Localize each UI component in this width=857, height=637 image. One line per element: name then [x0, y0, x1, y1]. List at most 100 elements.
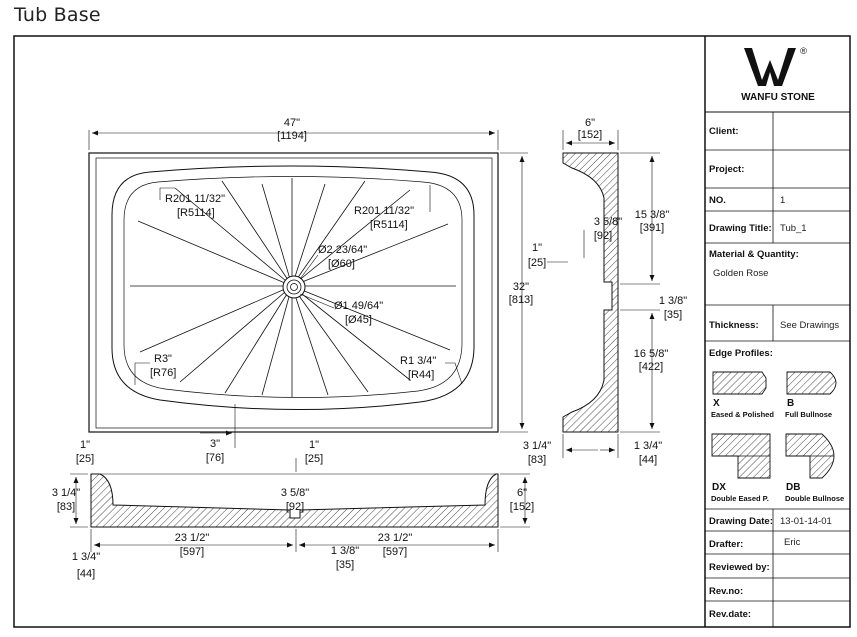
- side-depth: 3 5/8": [594, 216, 622, 228]
- bottom-offset-label: 3": [210, 438, 220, 450]
- slope-lines: [130, 178, 456, 397]
- plan-inner-rim: [95, 157, 493, 429]
- edge-b-code: B: [787, 398, 794, 409]
- plan-width-dim: 47": [284, 117, 300, 129]
- plan-view: 47" [1194] 32" [813] R201 11/32" [R5114]…: [88, 117, 568, 464]
- section-view: 1" [25] 3 1/4" [83] 1" [25] 3 5/8" [92] …: [52, 439, 534, 580]
- corner-right-mm: [R44]: [408, 369, 434, 381]
- title-block: ® WANFU STONE Client: Project: NO. 1 Dra…: [705, 46, 850, 627]
- drain-inner-circle: [286, 279, 302, 295]
- thickness-label: Thickness:: [709, 320, 759, 331]
- no-value: 1: [780, 195, 785, 206]
- side-upper-length: 15 3/8": [635, 209, 670, 221]
- radius-left-mm: [R5114]: [177, 207, 215, 219]
- section-center-top-mm: [25]: [305, 453, 323, 465]
- thickness-value: See Drawings: [780, 320, 839, 331]
- side-base-left-mm: [83]: [528, 454, 546, 466]
- edge-b-icon: B Full Bullnose: [785, 371, 837, 419]
- radius-right-mm: [R5114]: [370, 219, 408, 231]
- drawing-title-value: Tub_1: [780, 223, 807, 234]
- rev-date-label: Rev.date:: [709, 609, 751, 620]
- page-title: Tub Base: [14, 4, 101, 26]
- side-base-left: 3 1/4": [523, 440, 551, 452]
- section-right-span-mm: [597]: [383, 546, 407, 558]
- edge-b-name: Full Bullnose: [785, 410, 832, 419]
- material-label: Material & Quantity:: [709, 249, 799, 260]
- section-right-span: 23 1/2": [378, 532, 413, 544]
- side-top-width-mm: [152]: [578, 129, 602, 141]
- drain-outer-mm: [Ø60]: [328, 258, 355, 270]
- side-top-width: 6": [585, 117, 595, 129]
- plan-height-dim: 32": [513, 281, 529, 293]
- side-drain-width: 1 3/8": [659, 295, 687, 307]
- radius-right-label: R201 11/32": [354, 205, 414, 217]
- edge-profiles-label: Edge Profiles:: [709, 348, 773, 359]
- section-left-top: 1": [80, 439, 90, 451]
- client-label: Client:: [709, 126, 739, 137]
- edge-dx-icon: DX Double Eased P.: [711, 433, 771, 503]
- rim-offset-label: 1": [532, 242, 542, 254]
- section-left-bottom-mm: [44]: [77, 568, 95, 580]
- section-center-depth-mm: [92]: [286, 501, 304, 513]
- corner-left-mm: [R76]: [150, 367, 176, 379]
- plan-basin-outer: [111, 165, 475, 411]
- plan-width-dim-mm: [1194]: [277, 130, 307, 142]
- section-drain-gap-mm: [35]: [336, 559, 354, 571]
- section-left-span: 23 1/2": [175, 532, 210, 544]
- drain-outer-circle: [282, 275, 306, 299]
- section-left-bottom: 1 3/4": [72, 551, 100, 563]
- side-lower-length-mm: [422]: [639, 361, 663, 373]
- project-label: Project:: [709, 164, 744, 175]
- section-left-height: 3 1/4": [52, 487, 80, 499]
- drawing-date-label: Drawing Date:: [709, 516, 773, 527]
- section-center-depth: 3 5/8": [281, 487, 309, 499]
- side-upper-length-mm: [391]: [640, 222, 664, 234]
- edge-db-name: Double Bullnose: [785, 494, 844, 503]
- section-left-height-mm: [83]: [57, 501, 75, 513]
- side-view: 6" [152] 15 3/8" [391] 16 5/8" [422] 3 5…: [523, 117, 687, 466]
- material-value: Golden Rose: [713, 268, 768, 279]
- drafter-label: Drafter:: [709, 539, 743, 550]
- drain-inner-mm: [Ø45]: [345, 314, 372, 326]
- section-left-top-mm: [25]: [76, 453, 94, 465]
- sheet-frame: [13, 35, 851, 628]
- plan-outer-rim: [88, 152, 499, 433]
- rim-offset-mm: [25]: [528, 257, 546, 269]
- side-drain-width-mm: [35]: [664, 309, 682, 321]
- reviewed-label: Reviewed by:: [709, 562, 770, 573]
- plan-basin-inner: [123, 176, 463, 398]
- edge-db-code: DB: [786, 482, 800, 493]
- bottom-offset-mm: [76]: [206, 452, 224, 464]
- side-depth-mm: [92]: [594, 230, 612, 242]
- section-right-height-mm: [152]: [510, 501, 534, 513]
- section-center-top: 1": [309, 439, 319, 451]
- side-base-right-mm: [44]: [639, 454, 657, 466]
- registered-mark: ®: [800, 46, 807, 57]
- side-lower-length: 16 5/8": [634, 348, 669, 360]
- wanfu-logo: ® WANFU STONE: [741, 46, 815, 103]
- drain-center: [290, 283, 298, 291]
- plan-height-dim-mm: [813]: [509, 294, 533, 306]
- brand-name: WANFU STONE: [741, 92, 815, 103]
- edge-db-icon: DB Double Bullnose: [785, 433, 844, 503]
- drawing-title-label: Drawing Title:: [709, 223, 772, 234]
- section-left-span-mm: [597]: [180, 546, 204, 558]
- corner-right-label: R1 3/4": [400, 355, 436, 367]
- side-profile: [562, 152, 619, 433]
- edge-x-name: Eased & Polished: [711, 410, 774, 419]
- edge-x-icon: X Eased & Polished: [711, 371, 774, 419]
- edge-x-code: X: [713, 398, 720, 409]
- drawing-date-value: 13-01-14-01: [780, 516, 832, 527]
- corner-left-label: R3": [154, 353, 172, 365]
- side-base-right: 1 3/4": [634, 440, 662, 452]
- no-label: NO.: [709, 195, 726, 206]
- drain-inner-label: Ø1 49/64": [334, 300, 383, 312]
- edge-dx-code: DX: [712, 482, 726, 493]
- rev-no-label: Rev.no:: [709, 586, 743, 597]
- drain-outer-label: Ø2 23/64": [318, 244, 367, 256]
- section-drain-gap: 1 3/8": [331, 545, 359, 557]
- edge-dx-name: Double Eased P.: [711, 494, 769, 503]
- section-right-height: 6": [517, 487, 527, 499]
- drafter-value: Eric: [784, 537, 801, 548]
